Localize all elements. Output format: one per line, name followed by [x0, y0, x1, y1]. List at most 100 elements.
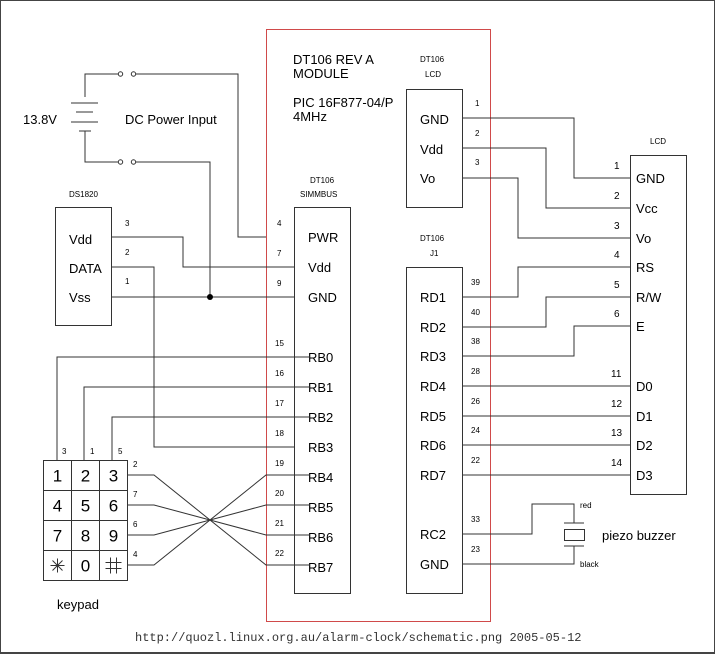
lcd-box [630, 155, 687, 495]
pin-number: 2 [133, 460, 138, 469]
pin-label: GND [636, 171, 665, 186]
pin-label: Vdd [69, 232, 92, 247]
keypad-key[interactable]: 4 [43, 490, 72, 521]
keypad-key[interactable] [99, 550, 128, 581]
keypad-key[interactable]: 7 [43, 520, 72, 551]
pin-label: RB2 [308, 410, 333, 425]
keypad-key[interactable]: 2 [71, 460, 100, 491]
terminal-icon [130, 159, 137, 165]
pin-number: 14 [611, 458, 623, 469]
pin-number: 18 [275, 429, 284, 438]
pin-number: 40 [471, 308, 480, 317]
pin-number: 3 [125, 219, 130, 228]
pin-number: 20 [275, 489, 284, 498]
terminal-icon [117, 71, 124, 77]
keypad-key[interactable]: 6 [99, 490, 128, 521]
pin-label: RD2 [420, 320, 446, 335]
dt106-lcd-title-line2: LCD [425, 70, 441, 79]
keypad-key[interactable]: 5 [71, 490, 100, 521]
pin-number: 4 [133, 550, 138, 559]
simmbus-title-line1: DT106 [310, 176, 335, 185]
pin-label: D0 [636, 379, 653, 394]
j1-title-line1: DT106 [420, 234, 445, 243]
simmbus-title-line2: SIMMBUS [300, 190, 337, 199]
pin-number: 2 [125, 248, 130, 257]
pin-label: GND [420, 557, 449, 572]
terminal-icon [117, 159, 124, 165]
pin-label: Vo [420, 171, 435, 186]
pin-number: 1 [90, 447, 95, 456]
pin-label: Vdd [420, 142, 443, 157]
buzzer-icon [564, 529, 585, 541]
ds1820-box [55, 207, 112, 326]
pin-number: 22 [471, 456, 480, 465]
keypad-key[interactable]: 8 [71, 520, 100, 551]
pin-label: Vo [636, 231, 651, 246]
wire-red-label: red [580, 501, 592, 510]
keypad-key[interactable]: 9 [99, 520, 128, 551]
dt106-lcd-connector: DT106 LCD GND Vdd Vo 1 2 3 [406, 55, 480, 208]
pin-label: D2 [636, 438, 653, 453]
pin-number: 13 [611, 428, 623, 439]
buzzer-label: piezo buzzer [602, 528, 676, 543]
pin-number: 7 [277, 249, 282, 258]
pin-label: RD5 [420, 409, 446, 424]
ds1820-title: DS1820 [69, 190, 98, 199]
terminal-icon [130, 71, 137, 77]
key-label: 0 [81, 557, 90, 576]
pin-number: 24 [471, 426, 480, 435]
pin-label: GND [420, 112, 449, 127]
dt106-lcd-title-line1: DT106 [420, 55, 445, 64]
module-boundary [266, 29, 491, 622]
pin-number: 28 [471, 367, 480, 376]
keypad-key[interactable]: 3 [99, 460, 128, 491]
pin-label: Vdd [308, 260, 331, 275]
pin-number: 9 [277, 279, 282, 288]
pin-label: D1 [636, 409, 653, 424]
mcu-line1: PIC 16F877-04/P [293, 95, 393, 110]
j1-title-line2: J1 [430, 249, 439, 258]
pin-label: D3 [636, 468, 653, 483]
pin-label: RB6 [308, 530, 333, 545]
key-label: 2 [81, 467, 90, 486]
dt106-lcd-box [406, 89, 463, 208]
pin-label: RS [636, 260, 654, 275]
simmbus-box [294, 207, 351, 594]
keypad-key[interactable]: 1 [43, 460, 72, 491]
pin-number: 39 [471, 278, 480, 287]
hash-icon [105, 557, 122, 574]
pin-label: RB0 [308, 350, 333, 365]
key-label: 8 [81, 527, 90, 546]
pin-label: E [636, 319, 645, 334]
simmbus-connector: DT106 SIMMBUS PWR4Vdd7GND9RB015RB116RB21… [275, 176, 351, 594]
pin-number: 11 [611, 369, 622, 380]
j1-connector: DT106 J1 RD139RD240RD338RD428RD526RD624R… [406, 234, 480, 594]
key-label: 5 [81, 497, 90, 516]
pin-number: 4 [614, 250, 620, 261]
dc-power-input: 13.8V DC Power Input [23, 71, 266, 297]
wire-black-label: black [580, 560, 600, 569]
pin-label: RD4 [420, 379, 446, 394]
module-title-line2: MODULE [293, 66, 349, 81]
pin-number: 21 [275, 519, 284, 528]
pin-label: RD3 [420, 349, 446, 364]
junction-dot [207, 294, 213, 300]
pin-label: Vcc [636, 201, 658, 216]
keypad-key[interactable]: 0 [71, 550, 100, 581]
keypad-key[interactable] [43, 550, 72, 581]
pin-number: 15 [275, 339, 284, 348]
key-label: 9 [109, 527, 118, 546]
pin-number: 3 [475, 158, 480, 167]
pin-label: RB3 [308, 440, 333, 455]
pin-label: RD1 [420, 290, 446, 305]
pin-number: 3 [614, 221, 620, 232]
pin-number: 12 [611, 399, 623, 410]
pin-number: 3 [62, 447, 67, 456]
pin-label: RC2 [420, 527, 446, 542]
pin-number: 22 [275, 549, 284, 558]
pin-label: PWR [308, 230, 338, 245]
pin-label: RB1 [308, 380, 333, 395]
